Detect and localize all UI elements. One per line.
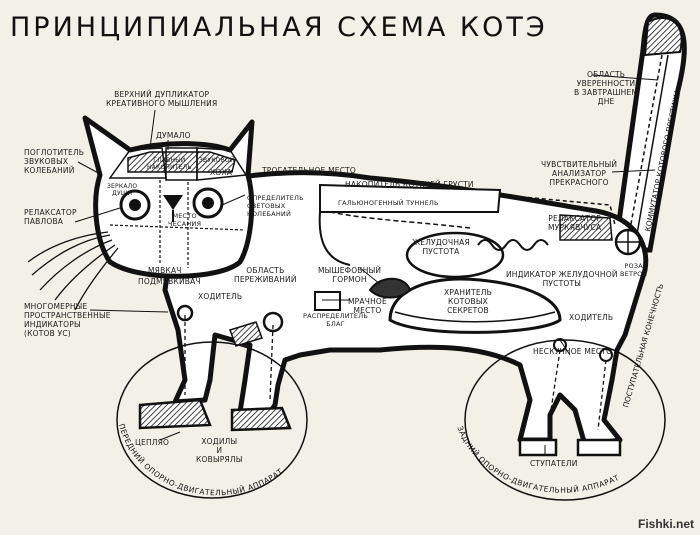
back-apparatus-circle — [464, 339, 666, 501]
label-nesk-place: НЕСКУЧНОЕ МЕСТО — [533, 347, 613, 356]
distributor-box — [314, 291, 341, 311]
watermark: Fishki.net — [637, 517, 694, 531]
label-touch-place: ТРОГАТЕЛЬНОЕ МЕСТО — [262, 166, 357, 175]
label-tseplyao: ЦЕПЛЯО — [135, 438, 170, 447]
tail-tip-hatched — [643, 17, 683, 57]
forehead-hatch — [127, 151, 236, 173]
stomach-spring — [477, 239, 549, 251]
label-dumalo: ДУМАЛО — [156, 131, 191, 140]
front-paw-left — [138, 398, 212, 430]
label-walker-back: ХОДИТЕЛЬ — [569, 313, 614, 322]
front-apparatus-circle — [116, 341, 308, 499]
label-steppers: СТУПАТЕЛИ — [530, 459, 578, 468]
label-sad-accumulator: НАКОПИТЕЛЬ КОТЯЧЕЙ ГРУСТИ — [345, 180, 474, 189]
back-paw-left — [518, 438, 558, 457]
sad-accumulator — [319, 183, 502, 213]
label-sound-ear: ЗВУКОВОЙ — [199, 157, 235, 164]
label-hoha: ХОХА — [210, 168, 233, 177]
diagram-title: ПРИНЦИПИАЛЬНАЯ СХЕМА КОТЭ — [10, 12, 548, 43]
label-podmyavkivach: ПОДМЯВКИВАЧ — [138, 277, 201, 286]
label-gal-tunnel: ГАЛЬЮНОГЕННЫЙ ТУННЕЛЬ — [338, 199, 439, 207]
nose — [163, 195, 183, 210]
hatched-cap — [229, 321, 263, 347]
label-walker-front: ХОДИТЕЛЬ — [198, 292, 243, 301]
gal-tunnel — [329, 211, 471, 229]
back-paw-right — [576, 438, 622, 457]
label-myavkach: МЯВКАЧ — [148, 266, 182, 275]
whiskers — [27, 231, 119, 311]
front-paw-right — [230, 406, 292, 432]
